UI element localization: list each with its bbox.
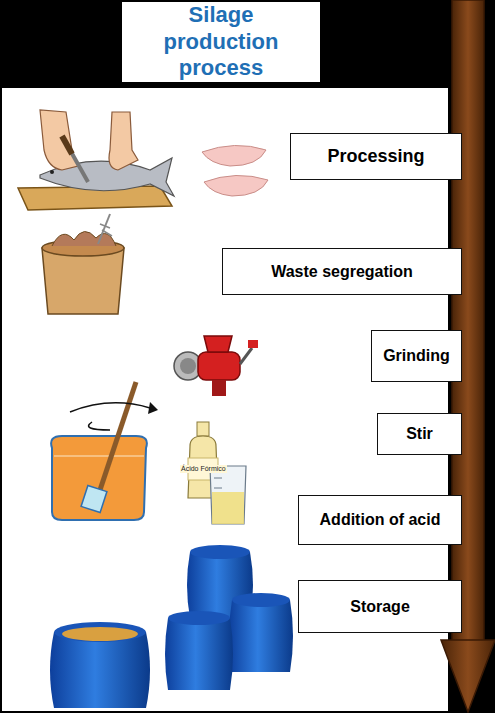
measuring-cup [210, 466, 246, 524]
step-box: Addition of acid [298, 495, 462, 545]
step-box: Storage [298, 580, 462, 633]
title: Silage production process [122, 2, 320, 82]
blue-barrels [165, 545, 293, 690]
step-label: Grinding [383, 347, 450, 365]
fish-cutting [18, 110, 174, 210]
step-label: Addition of acid [320, 511, 441, 529]
step-box: Grinding [371, 330, 462, 382]
step-label: Storage [350, 598, 410, 616]
step-label: Waste segregation [271, 263, 413, 281]
fillets [202, 145, 268, 196]
waste-bucket [42, 214, 124, 314]
meat-grinder [174, 336, 258, 396]
bottle-label: Ácido Fórmico [180, 465, 227, 473]
step-label: Stir [406, 425, 433, 443]
step-box: Processing [290, 133, 462, 180]
step-label: Processing [327, 146, 424, 167]
stirring-jar [51, 382, 158, 520]
step-box: Waste segregation [222, 248, 462, 295]
step-box: Stir [377, 413, 462, 455]
silage-barrel [50, 622, 150, 708]
